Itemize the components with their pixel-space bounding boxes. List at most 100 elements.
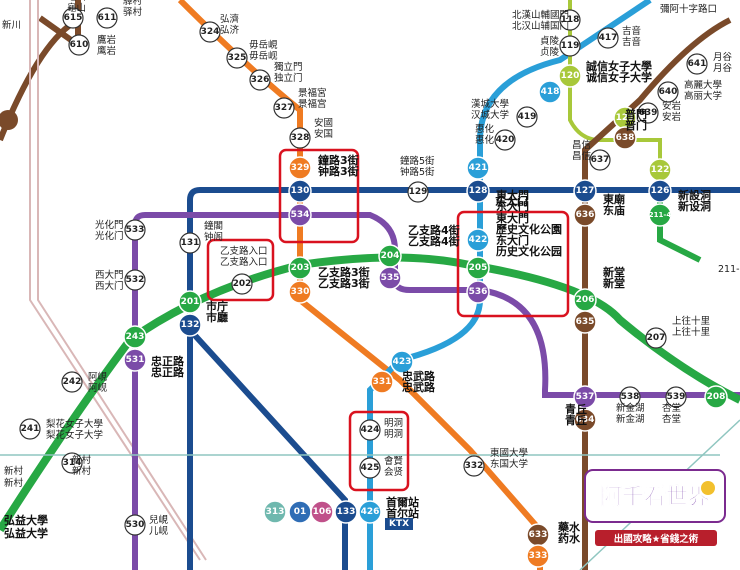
station-242-label-0: 阿峴: [88, 372, 108, 383]
station-426-label-1: 首尔站: [386, 506, 419, 520]
station-425-label-1: 会贤: [384, 466, 404, 478]
station-641-marker[interactable]: [686, 53, 708, 75]
station-202-marker[interactable]: [231, 273, 253, 295]
station-325-marker[interactable]: [226, 47, 248, 69]
station-641-label-1: 月谷: [713, 63, 733, 74]
station-131-label-0: 鐘閣: [204, 220, 223, 232]
station-537-marker[interactable]: [573, 385, 597, 409]
station-330-marker[interactable]: [288, 280, 312, 304]
station-635-number: 635: [576, 317, 595, 327]
station-420-marker[interactable]: [494, 129, 516, 151]
station-327-marker[interactable]: [273, 97, 295, 119]
station-615-number: 615: [64, 13, 83, 23]
station-119-marker[interactable]: [559, 35, 581, 57]
station-426-number: 426: [361, 507, 380, 517]
station-531-marker[interactable]: [123, 348, 147, 372]
station-242-marker[interactable]: [61, 371, 83, 393]
station-324-marker[interactable]: [199, 21, 221, 43]
station-207-marker[interactable]: [645, 327, 667, 349]
station-314-marker[interactable]: [61, 452, 83, 474]
station-534-marker[interactable]: [288, 203, 312, 227]
station-639-label-0: 安岩: [662, 100, 681, 112]
station-532-marker[interactable]: [124, 269, 146, 291]
station-119-label-1: 贞陵: [540, 46, 560, 58]
station-636-marker[interactable]: [573, 203, 597, 227]
station-425-marker[interactable]: [359, 457, 381, 479]
line211-partial-label: 211-: [718, 264, 740, 275]
station-615-marker[interactable]: [62, 7, 84, 29]
station-120-marker[interactable]: [558, 64, 582, 88]
station-127-number: 127: [576, 186, 595, 196]
station-638-marker[interactable]: [613, 126, 637, 150]
station-639-number: 639: [639, 108, 658, 118]
line6-right-route: [582, 17, 732, 570]
station-419-marker[interactable]: [516, 106, 538, 128]
station-131-marker[interactable]: [179, 232, 201, 254]
station-640-marker[interactable]: [657, 81, 679, 103]
station-211-4-marker[interactable]: [648, 203, 672, 227]
station-106-marker[interactable]: [310, 500, 334, 524]
station-133-marker[interactable]: [334, 500, 358, 524]
station-536-marker[interactable]: [466, 280, 490, 304]
station-202-label-0: 乙支路入口: [220, 245, 268, 257]
station-417-label-1: 吉音: [622, 36, 641, 48]
logo: 阿千看世界 出國攻略★省錢之術: [584, 469, 726, 546]
station-329-marker[interactable]: [288, 156, 312, 180]
station-537-label-1: 青丘: [565, 413, 587, 427]
station-637-marker[interactable]: [589, 149, 611, 171]
station-634-marker[interactable]: [573, 408, 597, 432]
station-329-label-0: 鐘路3街: [318, 153, 359, 167]
station-128-marker[interactable]: [466, 179, 490, 203]
station-423-marker[interactable]: [390, 350, 414, 374]
station-243-number: 243: [126, 332, 145, 342]
station-128-number: 128: [469, 186, 488, 196]
station-331-marker[interactable]: [370, 370, 394, 394]
station-333-marker[interactable]: [526, 544, 550, 568]
station-324-number: 324: [201, 27, 220, 37]
station-332-marker[interactable]: [463, 455, 485, 477]
station-118-marker[interactable]: [559, 9, 581, 31]
station-326-marker[interactable]: [249, 69, 271, 91]
station-241-marker[interactable]: [19, 418, 41, 440]
station-126-marker[interactable]: [648, 179, 672, 203]
station-203-marker[interactable]: [288, 256, 312, 280]
station-533-label-1: 光化门: [95, 230, 124, 242]
hongik-label-2: 弘益大学: [4, 526, 48, 540]
station-610-marker[interactable]: [68, 34, 90, 56]
station-611-marker[interactable]: [96, 7, 118, 29]
station-130-number: 130: [291, 186, 310, 196]
station-129-number: 129: [409, 187, 428, 197]
station-205-marker[interactable]: [466, 256, 490, 280]
line2-route: [0, 253, 740, 533]
station-201-marker[interactable]: [178, 290, 202, 314]
station-241-label-1: 梨花女子大学: [46, 429, 103, 441]
station-539-marker[interactable]: [665, 386, 687, 408]
logo-tagline-bar: [595, 530, 717, 546]
station-639-marker[interactable]: [637, 102, 659, 124]
station-421-marker[interactable]: [466, 156, 490, 180]
station-634-number: 634: [576, 415, 595, 425]
station-243-label-1: 忠正路: [151, 365, 185, 379]
station-243-marker[interactable]: [123, 325, 147, 349]
station-132-marker[interactable]: [178, 313, 202, 337]
station-119-label-0: 貞陵: [540, 35, 560, 47]
station-534-number: 534: [291, 210, 310, 220]
station-422-marker[interactable]: [466, 228, 490, 252]
station-530-marker[interactable]: [124, 514, 146, 536]
station-313-marker[interactable]: [263, 500, 287, 524]
station-426-marker[interactable]: [358, 500, 382, 524]
line1-route: [187, 187, 740, 570]
station-129-marker[interactable]: [407, 181, 429, 203]
station-418-marker[interactable]: [538, 80, 562, 104]
station-130-marker[interactable]: [288, 179, 312, 203]
station-535-marker[interactable]: [378, 266, 402, 290]
station-424-marker[interactable]: [359, 419, 381, 441]
station-533-marker[interactable]: [124, 219, 146, 241]
station-538-marker[interactable]: [619, 386, 641, 408]
station-328-marker[interactable]: [289, 127, 311, 149]
station-208-marker[interactable]: [704, 385, 728, 409]
station-417-marker[interactable]: [597, 27, 619, 49]
station-635-marker[interactable]: [573, 310, 597, 334]
station-637-number: 637: [591, 155, 610, 165]
station-127-marker[interactable]: [573, 179, 597, 203]
